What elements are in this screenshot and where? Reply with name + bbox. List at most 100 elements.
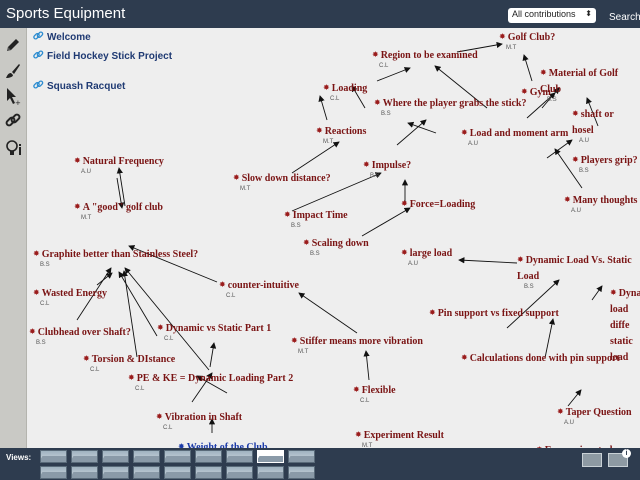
note-grabs-stick[interactable]: ✸Where the player grabs the stick?B.S: [374, 94, 527, 118]
idea-tool[interactable]: [0, 134, 26, 160]
note-slow-down[interactable]: ✸Slow down distance?M.T: [233, 169, 331, 193]
note-graphite[interactable]: ✸Graphite better than Stainless Steel?B.…: [33, 245, 198, 269]
note-author: B.S: [36, 340, 46, 346]
drawing-tool[interactable]: [0, 58, 26, 84]
note-calc-pin[interactable]: ✸Calculations done with pin support: [461, 349, 620, 366]
view-thumbnail[interactable]: [257, 466, 284, 479]
note-dyna-right[interactable]: ✸Dyna load diffe static load: [610, 284, 640, 365]
note-icon: ✸: [83, 354, 90, 363]
note-icon: ✸: [355, 430, 362, 439]
note-economics[interactable]: ✸Economics at play: [536, 441, 623, 449]
view-thumbnail[interactable]: [195, 466, 222, 479]
info-icon[interactable]: i: [622, 449, 631, 458]
note-clubhead[interactable]: ✸Clubhead over Shaft?B.S: [29, 323, 131, 347]
note-title: Clubhead over Shaft?: [37, 327, 131, 338]
note-icon: ✸: [323, 83, 330, 92]
view-thumbnail[interactable]: [133, 466, 160, 479]
new-note-tool[interactable]: [0, 32, 26, 58]
note-force-loading[interactable]: ✸Force=Loading: [401, 195, 475, 212]
note-title: counter-intuitive: [227, 280, 299, 291]
note-author: C.L: [330, 96, 340, 102]
note-impulse[interactable]: ✸Impulse?B.S: [363, 156, 411, 180]
note-author: M.T: [323, 139, 334, 145]
note-icon: ✸: [33, 249, 40, 258]
note-canvas[interactable]: Welcome Field Hockey Stick Project Squas…: [27, 28, 640, 448]
note-title: Where the player grabs the stick?: [382, 98, 527, 109]
view-thumbnail[interactable]: [226, 466, 253, 479]
view-thumbnail[interactable]: [71, 466, 98, 479]
note-pin-fixed[interactable]: ✸Pin support vs fixed support: [429, 304, 559, 321]
note-title: Impact Time: [292, 210, 348, 221]
note-icon: ✸: [33, 288, 40, 297]
view-thumbnail[interactable]: [226, 450, 253, 463]
link-squash[interactable]: Squash Racquet: [33, 80, 125, 92]
svg-text:+: +: [15, 99, 21, 106]
note-players-grip[interactable]: ✸Players grip?B.S: [572, 151, 638, 175]
chain-link-icon: [33, 31, 44, 40]
view-mini-1[interactable]: [582, 453, 602, 467]
app-title: Sports Equipment: [6, 5, 126, 22]
view-thumbnail[interactable]: [71, 450, 98, 463]
select-tool[interactable]: +: [0, 82, 26, 108]
filter-selected-value: All contributions: [512, 9, 576, 19]
view-thumbnail[interactable]: [195, 450, 222, 463]
note-gym[interactable]: ✸Gym: [521, 83, 551, 100]
search-button[interactable]: Search: [609, 12, 640, 23]
note-icon: ✸: [429, 308, 436, 317]
note-author: M.T: [362, 443, 373, 448]
cursor-icon: +: [7, 88, 21, 106]
link-welcome[interactable]: Welcome: [33, 31, 91, 43]
note-title: Dynamic vs Static Part 1: [165, 323, 272, 334]
note-title: Dynamic Load Vs. Static Load: [517, 255, 632, 282]
note-golf-club-q[interactable]: ✸Golf Club?M.T: [499, 28, 555, 52]
view-thumbnail[interactable]: [164, 466, 191, 479]
note-author: C.L: [164, 336, 174, 342]
link-field-hockey[interactable]: Field Hockey Stick Project: [33, 50, 172, 62]
contributions-filter-select[interactable]: All contributions ⬍: [508, 8, 596, 23]
view-thumbnail[interactable]: [102, 450, 129, 463]
note-author: M.T: [240, 186, 251, 192]
note-icon: ✸: [374, 98, 381, 107]
note-icon: ✸: [401, 199, 408, 208]
note-icon: ✸: [178, 442, 185, 449]
views-bar: Views:: [0, 448, 640, 480]
view-thumbnail[interactable]: [40, 450, 67, 463]
link-tool[interactable]: [0, 108, 26, 134]
view-thumbnail[interactable]: [164, 450, 191, 463]
note-title: Slow down distance?: [241, 173, 331, 184]
view-thumbnail[interactable]: [288, 466, 315, 479]
note-title: Experiment Result: [363, 430, 444, 441]
note-author: B.S: [579, 168, 589, 174]
view-thumbnail[interactable]: [257, 450, 284, 463]
note-weight-club[interactable]: ✸Weight of the Club: [178, 438, 268, 449]
note-author: C.L: [226, 293, 236, 299]
view-thumbnail[interactable]: [288, 450, 315, 463]
note-title: Economics at play: [545, 445, 623, 449]
view-thumbnail[interactable]: [102, 466, 129, 479]
view-thumbnail[interactable]: [133, 450, 160, 463]
view-thumbnail[interactable]: [40, 466, 67, 479]
